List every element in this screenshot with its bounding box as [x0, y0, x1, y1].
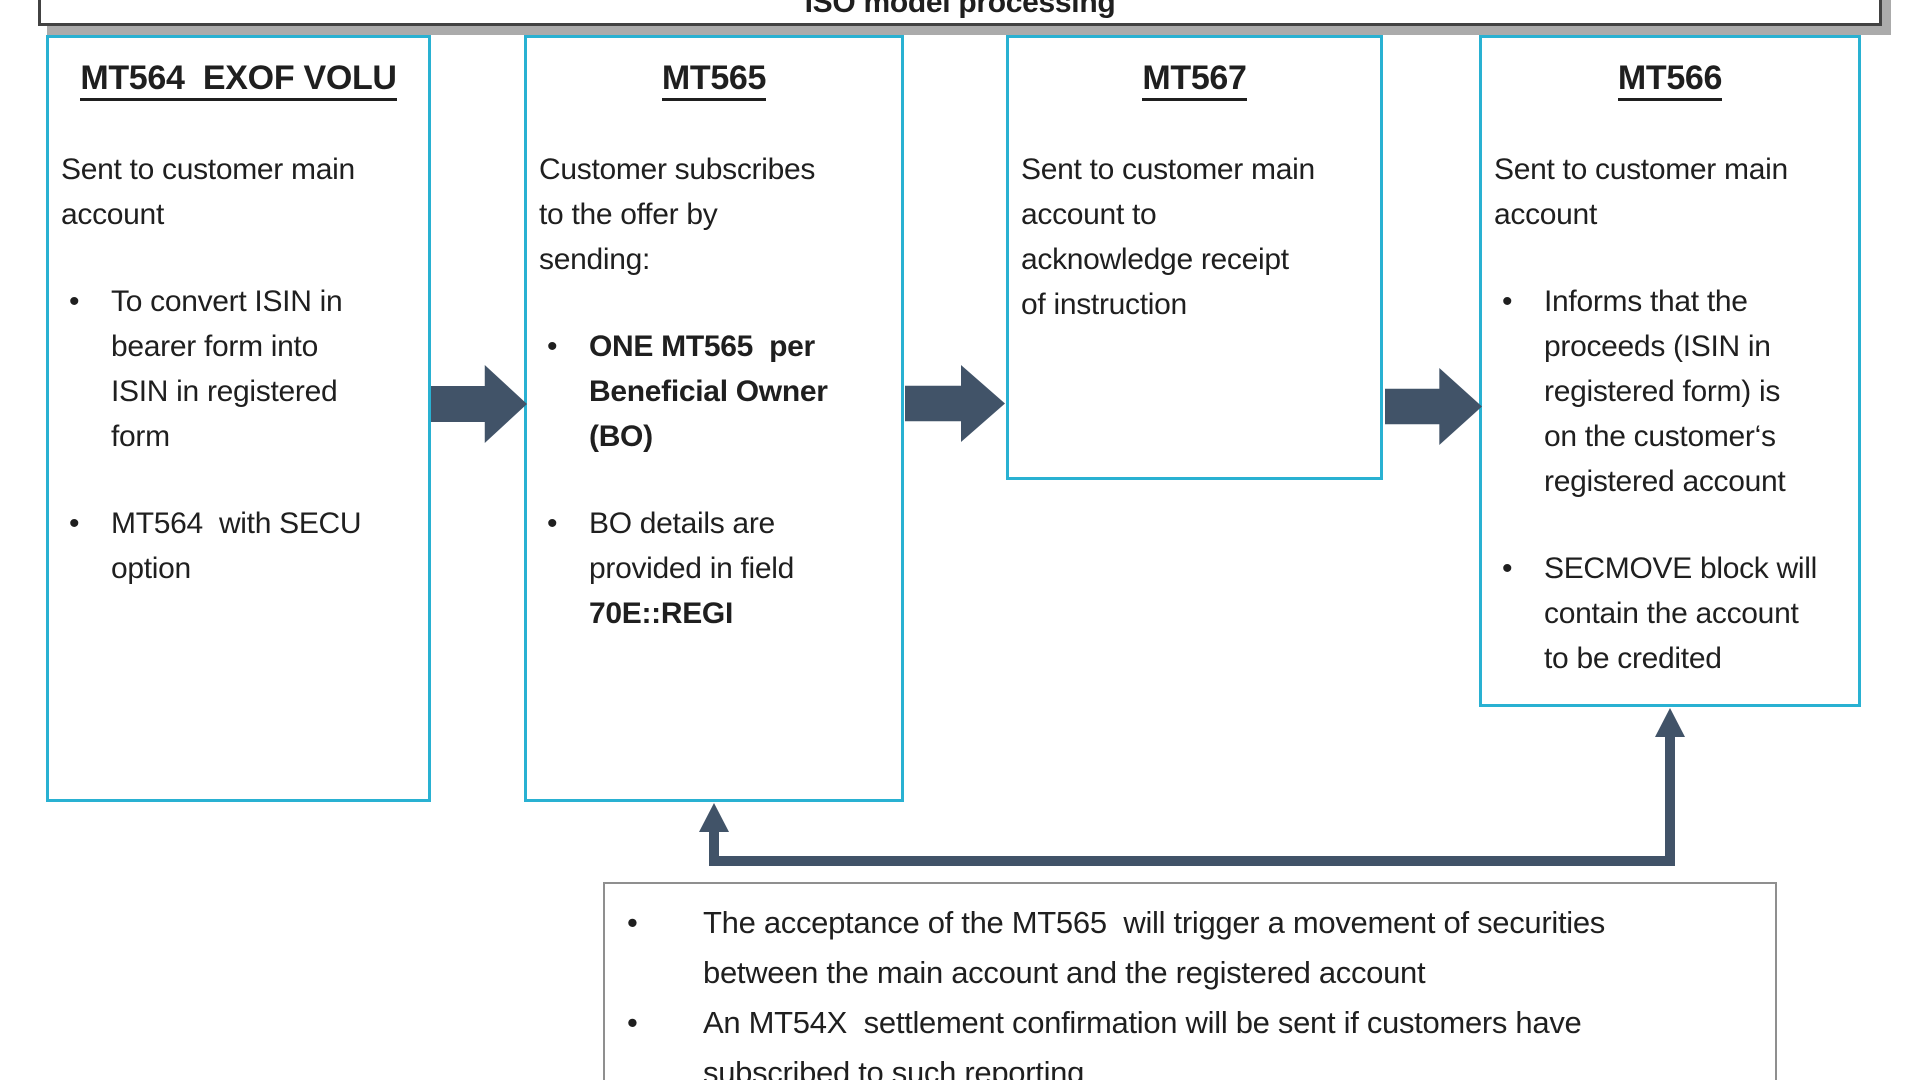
flow-arrow-right-icon: [431, 365, 527, 443]
bullet-text: ONE MT565 per Beneficial Owner (BO): [589, 330, 828, 453]
bullet-text: Informs that the proceeds (ISIN in regis…: [1544, 285, 1786, 498]
bullet-icon: •: [547, 507, 558, 540]
mt566-box-title: MT566: [1494, 58, 1846, 102]
up-arrowhead-icon: [699, 803, 729, 832]
list-item: • BO details are provided in field 70E::…: [539, 501, 889, 636]
mt564-exof-volu-box: MT564 EXOF VOLU Sent to customer main ac…: [46, 35, 431, 802]
bullet-text: BO details are provided in field 70E::RE…: [589, 507, 795, 630]
mt565-box: MT565 Customer subscribes to the offer b…: [524, 35, 904, 802]
mt564-intro-text: Sent to customer main account: [61, 153, 355, 231]
up-arrowhead-icon: [1655, 708, 1685, 737]
mt565-intro-text: Customer subscribes to the offer by send…: [539, 153, 816, 276]
note-bullet-text: An MT54X settlement confirmation will be…: [703, 1005, 1582, 1080]
list-item: • Informs that the proceeds (ISIN in reg…: [1494, 279, 1846, 504]
bullet-icon: •: [69, 285, 80, 318]
mt567-intro-text: Sent to customer main account to acknowl…: [1021, 153, 1315, 321]
header-title: ISO model processing: [804, 0, 1116, 19]
header-box: ISO model processing: [38, 0, 1882, 26]
list-item: • An MT54X settlement confirmation will …: [621, 998, 1755, 1080]
return-connector-left-vertical-line: [709, 830, 719, 860]
bullet-icon: •: [627, 1005, 638, 1040]
bullet-icon: •: [547, 330, 558, 363]
list-item: • SECMOVE block will contain the account…: [1494, 546, 1846, 681]
bullet-text: SECMOVE block will contain the account t…: [1544, 552, 1817, 675]
list-item: • MT564 with SECU option: [61, 501, 416, 591]
note-bullet-text: The acceptance of the MT565 will trigger…: [703, 905, 1606, 990]
bullet-icon: •: [69, 507, 80, 540]
mt566-intro-text: Sent to customer main account: [1494, 153, 1788, 231]
bullet-icon: •: [627, 905, 638, 940]
flow-arrow-right-icon: [905, 365, 1005, 442]
bullet-icon: •: [1502, 552, 1513, 585]
bullet-icon: •: [1502, 285, 1513, 318]
bullet-text-bold-part: 70E::REGI: [589, 597, 734, 630]
mt567-box-title: MT567: [1021, 58, 1368, 102]
mt564-box-title: MT564 EXOF VOLU: [61, 58, 416, 102]
return-connector-right-vertical-line: [1665, 734, 1675, 860]
list-item: • ONE MT565 per Beneficial Owner (BO): [539, 324, 889, 459]
list-item: • To convert ISIN in bearer form into IS…: [61, 279, 416, 459]
bullet-text: To convert ISIN in bearer form into ISIN…: [111, 285, 343, 453]
list-item: • The acceptance of the MT565 will trigg…: [621, 898, 1755, 998]
note-box: • The acceptance of the MT565 will trigg…: [603, 882, 1777, 1080]
mt567-box: MT567 Sent to customer main account to a…: [1006, 35, 1383, 480]
flow-arrow-right-icon: [1385, 368, 1482, 445]
mt565-box-title: MT565: [539, 58, 889, 102]
bullet-text: MT564 with SECU option: [111, 507, 362, 585]
mt566-box: MT566 Sent to customer main account • In…: [1479, 35, 1861, 707]
return-connector-horizontal-line: [709, 856, 1675, 866]
